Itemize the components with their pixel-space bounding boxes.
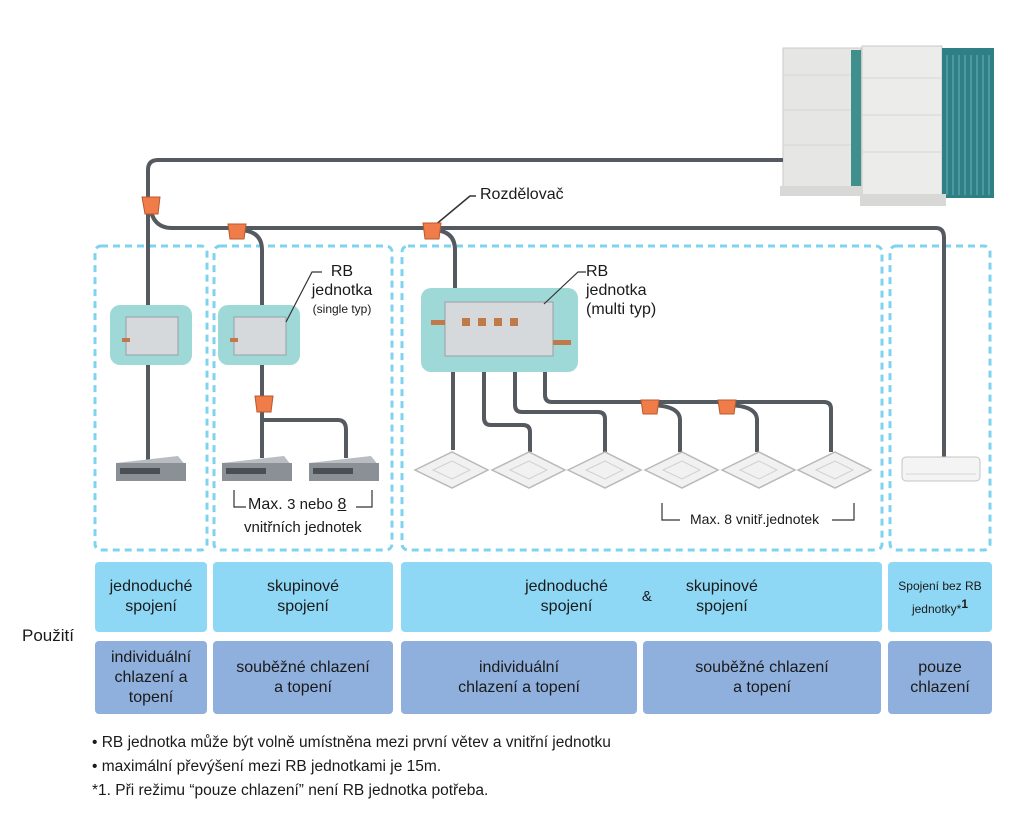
usage-label: Použití <box>22 626 74 645</box>
multi-out-4 <box>543 372 833 452</box>
row2-individual-1: individuální chlazení a topení <box>95 641 207 714</box>
splitter-icon <box>717 399 737 415</box>
row2-simultaneous-1: souběžné chlazení a topení <box>213 641 393 714</box>
splitter-label: Rozdělovač <box>480 186 564 203</box>
branch-pipe-trunk <box>148 204 946 458</box>
splitter-icon <box>254 395 274 413</box>
note-1: • RB jednotka může být volně umístněna m… <box>92 734 611 751</box>
max-multi-label: Max. 8 vnitř.jednotek <box>690 511 820 527</box>
group-frame-group <box>212 244 394 552</box>
multi-out-2 <box>482 372 532 452</box>
wall-unit-icon <box>901 456 981 482</box>
main-pipe <box>146 158 783 460</box>
row2-cooling-only: pouze chlazení <box>888 641 992 714</box>
max-group-line2: vnitřních jednotek <box>244 519 362 536</box>
rb-single-label: RB jednotka (single typ) <box>311 263 373 316</box>
row1-multi-connection: jednoduché spojení & skupinové spojení <box>401 562 882 632</box>
note-2: • maximální převýšení mezi RB jednotkami… <box>92 758 442 775</box>
max-group-label: Max. 3 nebo 8 <box>248 496 347 513</box>
row1-single-connection: jednoduché spojení <box>95 562 207 632</box>
bracket-multi <box>661 503 855 521</box>
multi-out-3 <box>513 372 607 452</box>
splitter-icon <box>227 223 247 240</box>
row2-simultaneous-2: souběžné chlazení a topení <box>643 641 881 714</box>
splitter-icon <box>141 196 161 215</box>
outdoor-unit-icon <box>780 45 994 206</box>
splitter-icon <box>422 222 442 240</box>
rb-multi-label: RB jednotka (multi typ) <box>586 263 657 318</box>
cassette-unit-icon <box>413 451 873 489</box>
ducted-unit-icon <box>116 456 379 481</box>
group-frame-multi <box>400 244 884 552</box>
row2-individual-2: individuální chlazení a topení <box>401 641 637 714</box>
bracket-group <box>233 490 373 508</box>
group-frame-norb <box>888 244 992 552</box>
branch-pipe-group-right <box>264 418 348 458</box>
splitter-leader <box>433 195 476 227</box>
splitter-icon <box>640 399 660 415</box>
row1-group-connection: skupinové spojení <box>213 562 393 632</box>
note-3: *1. Při režimu “pouze chlazení” není RB … <box>92 782 489 799</box>
rb-unit-icon <box>122 301 571 357</box>
group-frame-single <box>93 244 209 552</box>
row1-norb-connection: Spojení bez RB jednotky*1 <box>888 562 992 632</box>
